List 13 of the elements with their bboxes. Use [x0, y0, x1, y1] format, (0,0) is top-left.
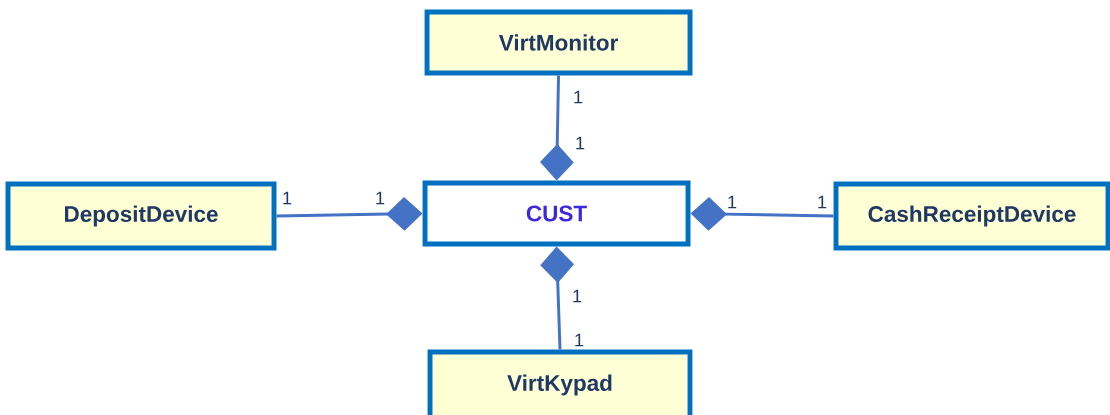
multiplicity-label: 1 — [283, 191, 292, 205]
multiplicity-label: 1 — [574, 90, 583, 104]
multiplicity-label: 1 — [818, 195, 827, 209]
multiplicity-label: 1 — [573, 289, 582, 303]
class-box: CashReceiptDevice — [833, 181, 1110, 251]
class-box: VirtKypad — [427, 349, 693, 415]
multiplicity-label: 1 — [576, 136, 585, 150]
class-box: CUST — [422, 180, 691, 247]
multiplicity-label: 1 — [728, 195, 737, 209]
multiplicity-label: 1 — [376, 191, 385, 205]
class-box: VirtMonitor — [424, 9, 693, 76]
class-box: DepositDevice — [5, 181, 277, 251]
multiplicity-label: 1 — [575, 333, 584, 347]
